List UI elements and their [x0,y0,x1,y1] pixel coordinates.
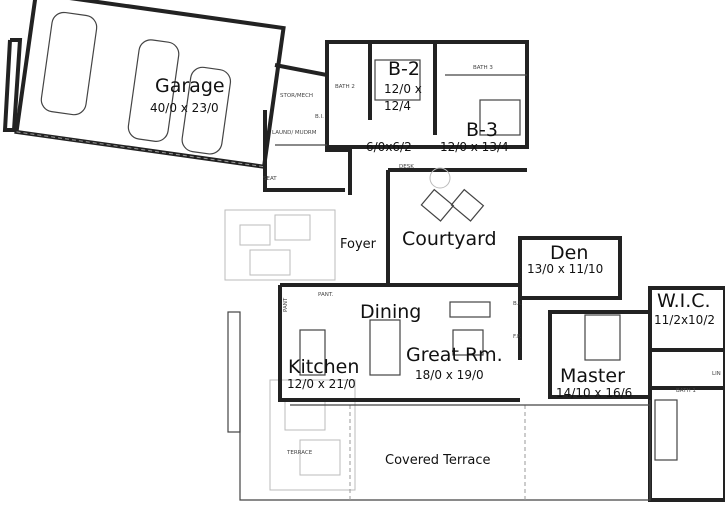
covered-terrace-label: Covered Terrace [385,453,490,468]
fp-label: F.P. [513,334,521,340]
pantry-label-2: PANT [283,297,289,312]
closet-dims: 6/0x6/2 [366,140,412,154]
courtyard-label: Courtyard [402,228,497,250]
seat-label: SEAT [263,176,277,182]
b3-label: B-3 [466,119,498,141]
bath1-label: BATH 1 [676,388,696,394]
dining-label: Dining [360,301,421,323]
wic-label: W.I.C. [657,290,711,312]
b2-label: B-2 [388,58,420,80]
great-room-dims: 18/0 x 19/0 [415,368,484,382]
desk-label: DESK [399,164,414,170]
bi-label: B.I. [315,114,324,120]
garage-label: Garage [155,75,225,97]
master-label: Master [560,365,625,387]
bi-label-2: B.I. [513,301,522,307]
b2-dims-2: 12/4 [384,99,411,113]
wic-dims: 11/2x10/2 [654,313,715,327]
kitchen-dims: 12/0 x 21/0 [287,377,356,391]
den-label: Den [550,242,588,264]
terrace-label: TERRACE [286,450,313,456]
bath2-label: BATH 2 [335,84,355,90]
garage [14,0,286,169]
linen-label: LIN [712,371,721,377]
great-room-label: Great Rm. [406,344,503,366]
terrace-paving [224,209,356,491]
garage-dims: 40/0 x 23/0 [150,101,219,115]
kitchen-label: Kitchen [288,356,359,378]
bath3-label: BATH 3 [473,65,493,71]
laundry-label: LAUND/ MUDRM [272,130,317,136]
den-dims: 13/0 x 11/10 [527,262,603,276]
b2-dims-1: 12/0 x [384,82,422,96]
master-dims: 14/10 x 16/6 [556,386,632,400]
b3-dims: 12/0 x 13/4 [440,140,509,154]
foyer-label: Foyer [340,237,377,252]
pantry-label: PANT. [318,292,334,298]
stor-mech-label: STOR/MECH [280,93,313,99]
